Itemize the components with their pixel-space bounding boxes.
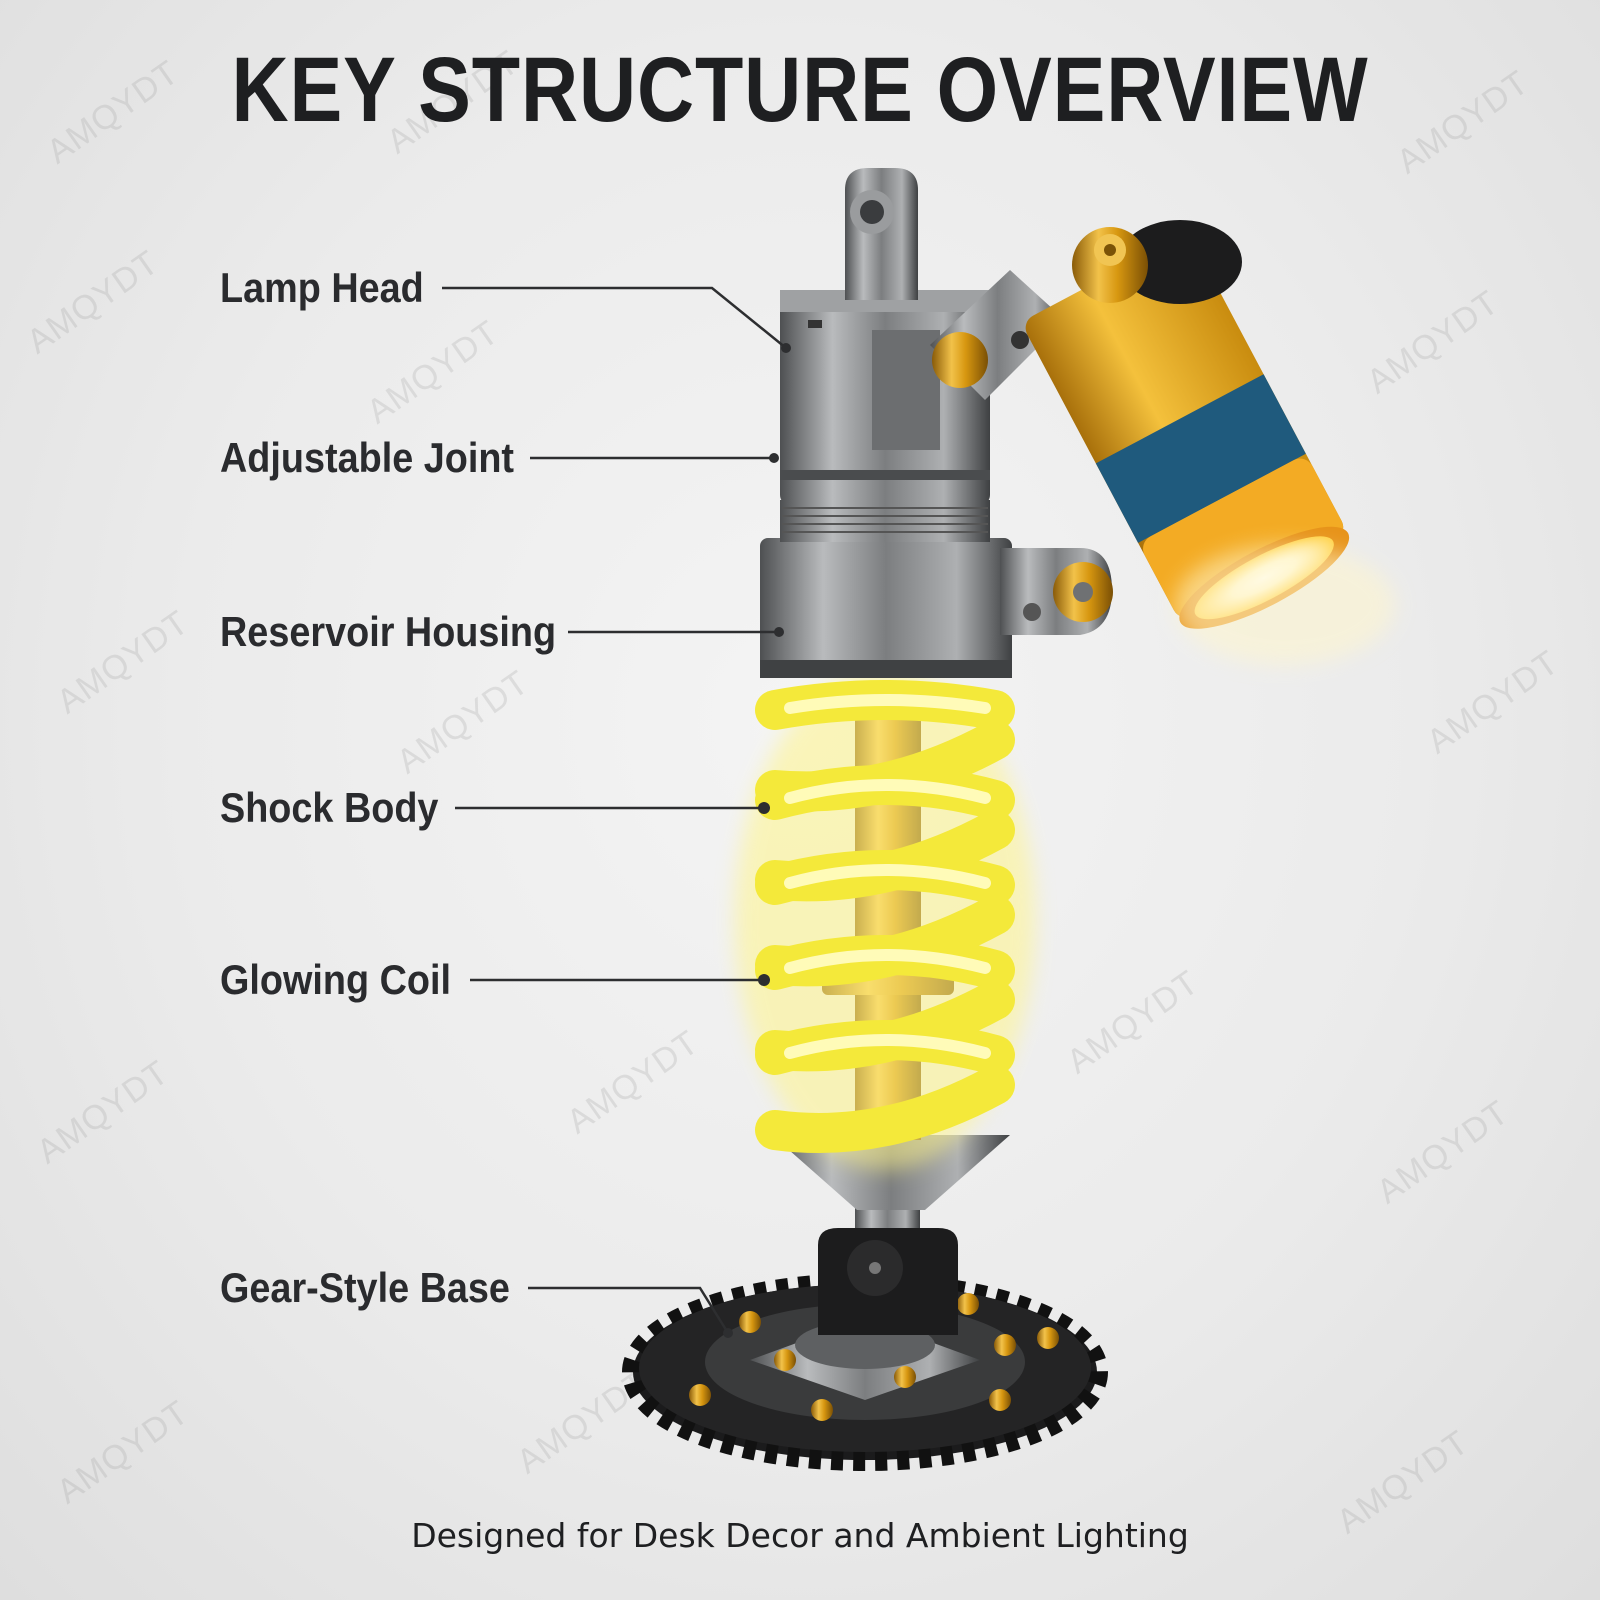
top-eyelet xyxy=(845,168,918,300)
lamp-light-glow xyxy=(1175,545,1395,665)
page-title: KEY STRUCTURE OVERVIEW xyxy=(231,39,1369,141)
label-lamp-head: Lamp Head xyxy=(220,264,424,311)
subtitle: Designed for Desk Decor and Ambient Ligh… xyxy=(411,1516,1189,1555)
lower-cone xyxy=(772,1135,1010,1210)
threads xyxy=(782,507,988,533)
thread-section xyxy=(780,500,990,542)
base-pivot xyxy=(818,1205,958,1335)
label-adjustable-joint: Adjustable Joint xyxy=(220,434,515,481)
glowing-coil xyxy=(755,680,1015,1153)
leader-dots xyxy=(723,343,791,1338)
label-gear-style-base: Gear-Style Base xyxy=(220,1264,510,1311)
leader-lines xyxy=(442,286,787,1334)
label-reservoir-housing: Reservoir Housing xyxy=(220,608,557,655)
lamp-cap xyxy=(1072,220,1242,304)
reservoir-housing xyxy=(760,538,1113,678)
label-shock-body: Shock Body xyxy=(220,784,439,831)
joint-arm xyxy=(930,270,1065,400)
label-glowing-coil: Glowing Coil xyxy=(220,956,451,1003)
